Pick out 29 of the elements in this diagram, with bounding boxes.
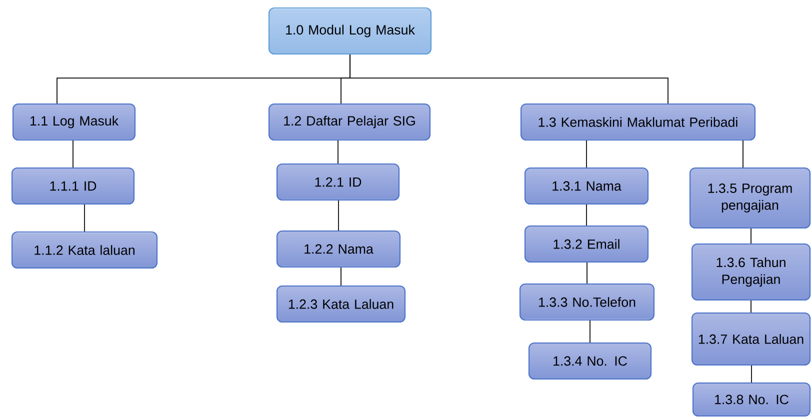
process-box: 1.3.4 No. IC	[528, 342, 652, 380]
process-box: 1.3.6 Tahun Pengajian	[691, 243, 811, 301]
process-box: 1.3.5 Program pengajian	[689, 167, 811, 229]
process-box: 1.2.2 Nama	[276, 230, 401, 268]
process-box: 1.2.3 Kata Laluan	[276, 285, 406, 323]
connector-line	[742, 140, 744, 168]
connector-line	[84, 204, 85, 232]
process-box: 1.3.3 No.Telefon	[519, 283, 655, 321]
connector-line	[586, 204, 587, 226]
process-box: 1.2 Daftar Pelajar SIG	[268, 103, 431, 141]
connector-line	[340, 267, 342, 286]
process-box: 1.3.7 Kata Laluan	[691, 312, 811, 366]
process-box: 1.3.8 No. IC	[692, 382, 811, 417]
connector-line	[586, 262, 588, 284]
process-box: 1.3.2 Email	[524, 225, 649, 263]
process-box: 1.1.2 Kata laluan	[11, 231, 158, 269]
title-box: 1.0 Modul Log Masuk	[268, 7, 432, 55]
process-box: 1.1 Log Masuk	[12, 103, 136, 141]
connector-line	[750, 228, 752, 244]
connector-line	[750, 300, 752, 313]
process-box: 1.3 Kemaskini Maklumat Peribadi	[520, 103, 756, 141]
connector-line	[72, 140, 74, 168]
process-box: 1.1.1 ID	[11, 167, 135, 205]
connector-line	[350, 54, 668, 104]
process-box: 1.2.1 ID	[276, 163, 400, 201]
connector-line	[338, 200, 339, 231]
connector-line	[751, 365, 752, 383]
process-box: 1.3.1 Nama	[524, 167, 649, 205]
connector-line	[586, 140, 587, 168]
